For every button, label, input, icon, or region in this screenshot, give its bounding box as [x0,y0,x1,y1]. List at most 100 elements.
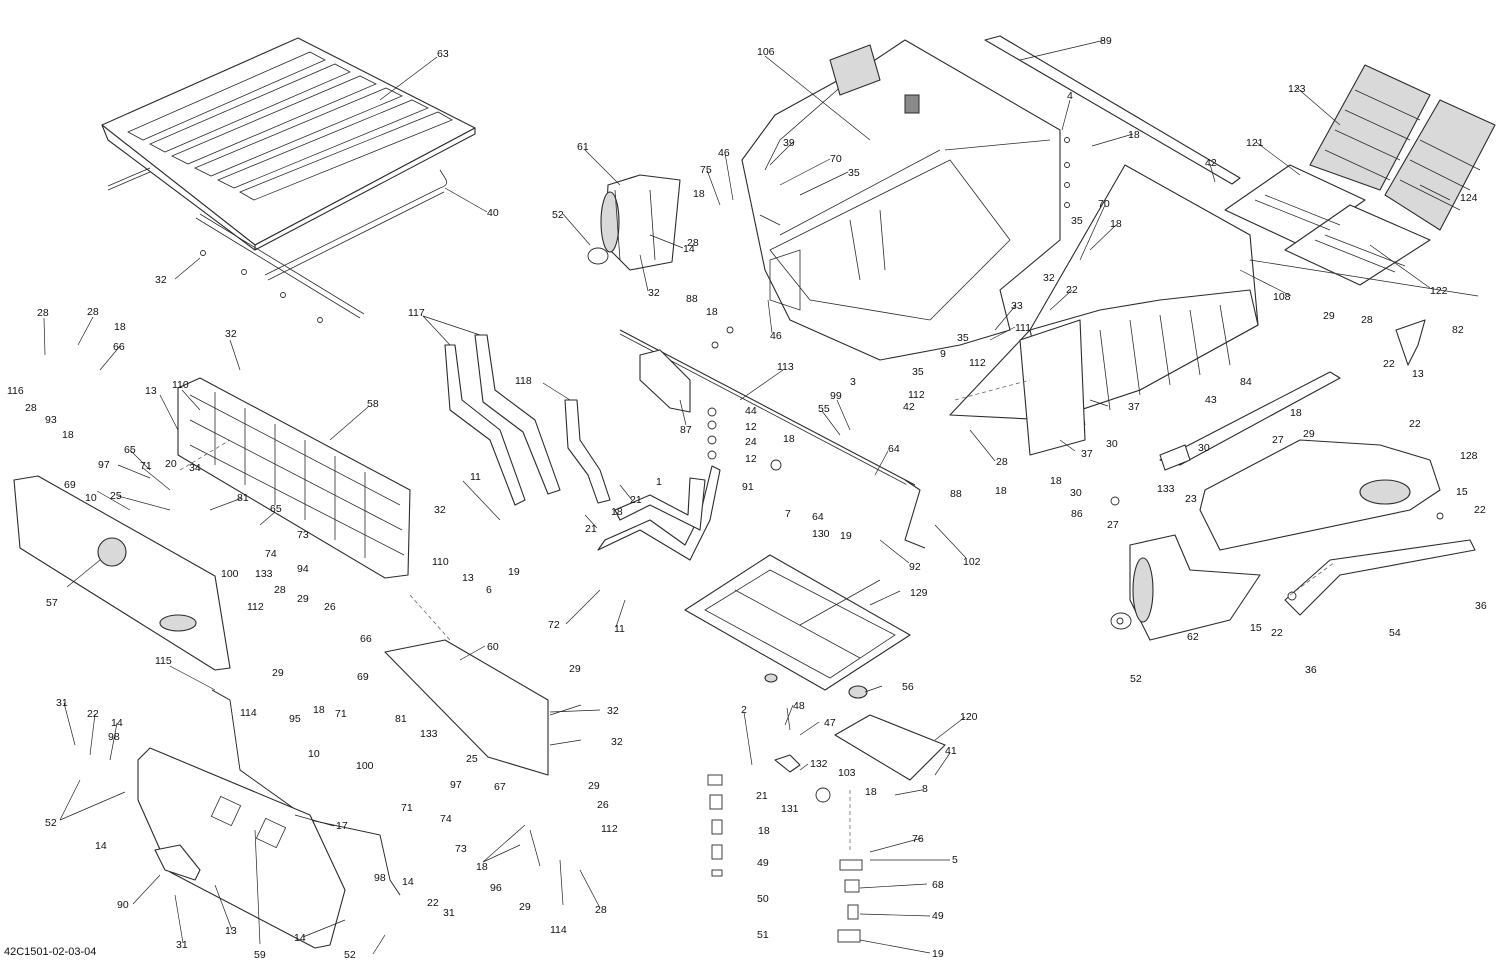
callout-81: 81 [237,492,249,504]
callout-49: 49 [932,910,944,922]
callout-29: 29 [297,593,309,605]
callout-32: 32 [611,736,623,748]
callout-22: 22 [1474,504,1486,516]
callout-14: 14 [95,840,107,852]
callout-63: 63 [437,48,449,60]
callout-68: 68 [932,879,944,891]
callout-93: 93 [45,414,57,426]
callout-13: 13 [145,385,157,397]
callout-112: 112 [601,823,618,835]
callout-64: 64 [812,511,824,523]
callout-69: 69 [64,479,76,491]
callout-29: 29 [519,901,531,913]
callout-30: 30 [1070,487,1082,499]
callout-5: 5 [952,854,958,866]
callout-19: 19 [840,530,852,542]
hardware-stack-center [707,707,863,943]
callout-133: 133 [420,728,438,740]
callout-1: 1 [656,476,662,488]
callout-114: 114 [240,707,257,719]
callout-35: 35 [957,332,969,344]
callout-43: 43 [1205,394,1217,406]
callout-18: 18 [1290,407,1302,419]
callout-31: 31 [443,907,455,919]
callout-29: 29 [1323,310,1335,322]
callout-14: 14 [294,932,306,944]
callout-27: 27 [1272,434,1284,446]
callout-13: 13 [462,572,474,584]
callout-18: 18 [706,306,718,318]
tailgate-panel-57 [13,475,231,671]
callout-15: 15 [1456,486,1468,498]
callout-32: 32 [648,287,660,299]
callout-20: 20 [165,458,177,470]
callout-112: 112 [247,601,264,613]
callout-84: 84 [1240,376,1252,388]
callout-121: 121 [1246,137,1264,149]
callout-52: 52 [45,817,57,829]
callout-64: 64 [888,443,900,455]
rod-113 [619,329,926,549]
callout-66: 66 [360,633,372,645]
callout-88: 88 [686,293,698,305]
callout-22: 22 [1066,284,1078,296]
callout-116: 116 [7,385,24,397]
callout-3: 3 [850,376,856,388]
callout-86: 86 [1071,508,1083,520]
callout-29: 29 [569,663,581,675]
callout-71: 71 [401,802,413,814]
callout-42: 42 [903,401,915,413]
callout-27: 27 [1107,519,1119,531]
callout-14: 14 [111,717,123,729]
callout-92: 92 [909,561,921,573]
callout-22: 22 [87,708,99,720]
callout-18: 18 [114,321,126,333]
lamp-housing-62 [1110,534,1261,641]
brace-54 [1284,539,1476,616]
callout-31: 31 [176,939,188,951]
callout-30: 30 [1198,442,1210,454]
callout-44: 44 [745,405,757,417]
callout-29: 29 [588,780,600,792]
mats [1224,64,1496,286]
callout-25: 25 [110,490,122,502]
callout-65: 65 [124,444,136,456]
bracket-90 [154,844,201,881]
callout-103: 103 [838,767,856,779]
callout-89: 89 [1100,35,1112,47]
callout-25: 25 [466,753,478,765]
callout-18: 18 [611,506,623,518]
callout-76: 76 [912,833,924,845]
callout-117: 117 [408,307,425,319]
callout-122: 122 [1430,285,1448,297]
callout-28: 28 [1361,314,1373,326]
callout-18: 18 [995,485,1007,497]
bracket-118 [564,399,611,504]
callout-42: 42 [1205,157,1217,169]
callout-10: 10 [85,492,97,504]
callout-28: 28 [25,402,37,414]
callout-10: 10 [308,748,320,760]
callout-99: 99 [830,390,842,402]
leader-lines [43,39,1479,955]
callout-52: 52 [552,209,564,221]
callout-46: 46 [770,330,782,342]
callout-59: 59 [254,949,266,961]
callout-69: 69 [357,671,369,683]
callout-74: 74 [265,548,277,560]
callout-112: 112 [969,357,986,369]
callout-15: 15 [1250,622,1262,634]
callout-106: 106 [757,46,775,58]
callout-18: 18 [1050,475,1062,487]
callout-33: 33 [1011,300,1023,312]
callout-75: 75 [700,164,712,176]
callout-22: 22 [1383,358,1395,370]
cargo-cover-63 [101,37,476,251]
callout-73: 73 [297,529,309,541]
callout-17: 17 [336,820,348,832]
bracket-117 [444,334,561,506]
callout-22: 22 [1271,627,1283,639]
callout-54: 54 [1389,627,1401,639]
callout-56: 56 [902,681,914,693]
callout-14: 14 [683,243,695,255]
